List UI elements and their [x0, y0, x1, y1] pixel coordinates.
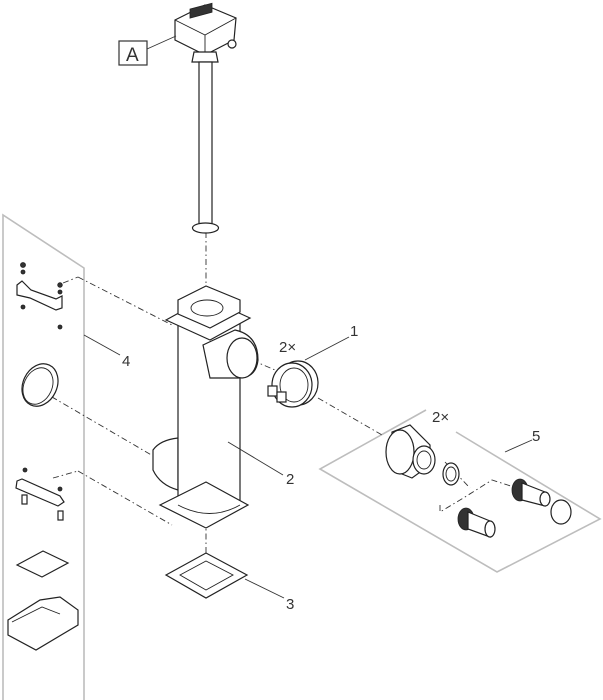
callout-5-label: 5: [532, 428, 540, 445]
part-3-gasket: [164, 552, 249, 599]
quantity-5-label: 2×: [432, 409, 449, 426]
part-2-housing: [152, 285, 259, 529]
part-5-contents: [385, 424, 572, 538]
part-1-hose-clamp: [267, 360, 319, 408]
part-4-contents: [7, 262, 79, 651]
quantity-1-label: 2×: [279, 339, 296, 356]
callout-2-label: 2: [286, 471, 294, 488]
callout-a-label: A: [126, 45, 139, 66]
kit-5-panel: [318, 409, 602, 573]
callout-4-label: 4: [122, 353, 130, 370]
part-5-callout: 2× 5: [432, 409, 540, 453]
kit-4-panel: [2, 213, 85, 700]
part-a-control-unit: [174, 2, 237, 234]
callout-3-label: 3: [286, 596, 294, 613]
part-a-callout: A: [118, 35, 177, 66]
callout-1-label: 1: [350, 323, 358, 340]
part-4-callout: 4: [83, 334, 130, 370]
part-3-callout: 3: [244, 578, 294, 613]
part-1-callout: 2× 1: [279, 323, 358, 361]
part-2-callout: 2: [227, 441, 294, 488]
